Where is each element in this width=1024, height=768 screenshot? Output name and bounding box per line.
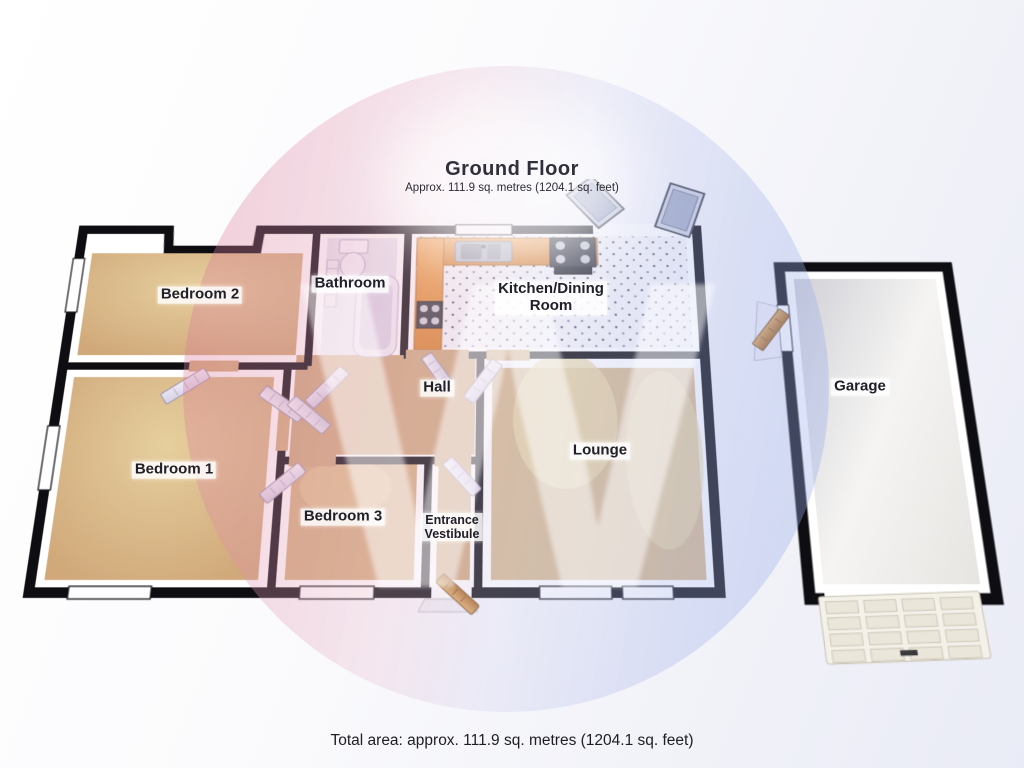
plan-header: Ground Floor Approx. 111.9 sq. metres (1… [0,158,1024,194]
bedroom2-floor [77,253,304,356]
kitchen-hob-icon [416,302,442,329]
page-subtitle: Approx. 111.9 sq. metres (1204.1 sq. fee… [405,182,619,194]
bedroom3-floor-highlight [297,459,393,516]
lounge-carpet-highlight2 [622,370,710,550]
garage-door-icon [818,591,991,664]
bedroom1-floor [44,377,275,580]
watermark-circle: W [183,66,829,712]
garage-floor [793,278,981,585]
total-area-text: Total area: approx. 111.9 sq. metres (12… [330,732,694,749]
vestibule-floor [435,464,472,580]
kitchen-range-icon [550,238,596,275]
door-openings [188,349,530,467]
watermark-blob [383,96,633,266]
bathtub-icon [353,275,399,356]
watermark-logo-icon: W [300,190,716,681]
garage-building [746,267,1007,664]
garage-side-step [750,302,782,361]
page-title: Ground Floor [445,158,579,180]
